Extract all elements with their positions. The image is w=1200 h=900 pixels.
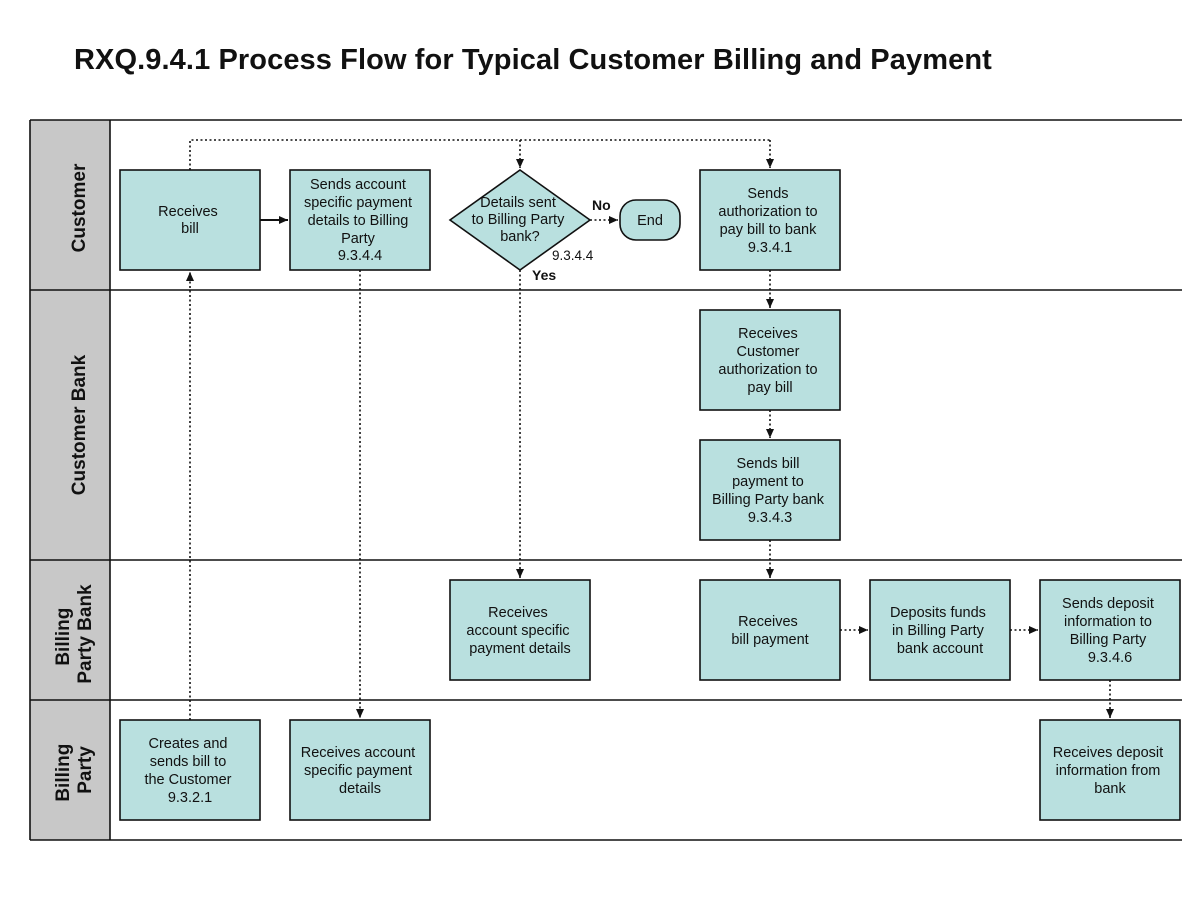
lane-title-customer: Customer (69, 163, 90, 252)
decision-no-label: No (592, 197, 611, 213)
node-creates-and-sends-bill: Creates and sends bill to the Customer 9… (119, 719, 261, 821)
node-receives-bill-payment: Receives bill payment (699, 579, 841, 681)
connector-loop-top (189, 139, 770, 170)
lane-header-column (30, 120, 110, 840)
page-title: RXQ.9.4.1 Process Flow for Typical Custo… (74, 44, 992, 76)
svg-text:Receives Customer: Receives Customer authorization to pay b… (718, 326, 821, 396)
node-receives-customer-authorization: Receives Customer authorization to pay b… (699, 309, 841, 411)
svg-text:Sends bill payment to: Sends bill payment to Billing Party bank… (712, 456, 828, 526)
connectors (186, 139, 1114, 720)
node-sends-bill-payment: Sends bill payment to Billing Party bank… (699, 439, 841, 541)
svg-text:Deposits funds in Billin: Deposits funds in Billing Party bank acc… (890, 605, 990, 657)
lane-title-customer-bank: Customer Bank (69, 354, 90, 495)
svg-text:Details sent to Billing: Details sent to Billing Party bank? (472, 195, 569, 245)
lane-title-billing-party-bank: Billing Party Bank (53, 584, 96, 684)
svg-text:Creates and sends bill t: Creates and sends bill to the Customer 9… (144, 736, 235, 806)
lane-grid (29, 119, 1182, 841)
svg-text:Receives deposit informa: Receives deposit information from bank (1053, 745, 1167, 797)
decision-yes-label: Yes (532, 267, 556, 283)
node-end: End (619, 199, 681, 241)
node-bpb-receives-account-details: Receives account specific payment detail… (449, 579, 591, 681)
node-sends-deposit-info: Sends deposit information to Billing Par… (1039, 579, 1181, 681)
svg-text:Sends account specific p: Sends account specific payment details t… (304, 177, 416, 264)
svg-text:Receives bill: Receives bill (158, 204, 222, 237)
svg-text:Receives account specifi: Receives account specific payment detail… (301, 745, 419, 797)
node-sends-account-details: Sends account specific payment details t… (289, 169, 431, 271)
node-receives-bill: Receives bill (119, 169, 261, 271)
svg-text:End: End (637, 213, 663, 229)
svg-text:Receives account specifi: Receives account specific payment detail… (466, 605, 573, 657)
node-receives-deposit-info: Receives deposit information from bank (1039, 719, 1181, 821)
svg-text:Sends authorization to: Sends authorization to pay bill to bank … (718, 186, 821, 256)
lane-title-billing-party: Billing Party (53, 738, 96, 801)
node-sends-authorization: Sends authorization to pay bill to bank … (699, 169, 841, 271)
node-decision-details-sent: Details sent to Billing Party bank? (448, 169, 592, 271)
svg-text:Receives bill payment: Receives bill payment (731, 614, 808, 648)
node-bp-receives-account-details: Receives account specific payment detail… (289, 719, 431, 821)
svg-text:Sends deposit informatio: Sends deposit information to Billing Par… (1062, 596, 1158, 666)
node-deposits-funds: Deposits funds in Billing Party bank acc… (869, 579, 1011, 681)
decision-ref-label: 9.3.4.4 (552, 248, 594, 263)
